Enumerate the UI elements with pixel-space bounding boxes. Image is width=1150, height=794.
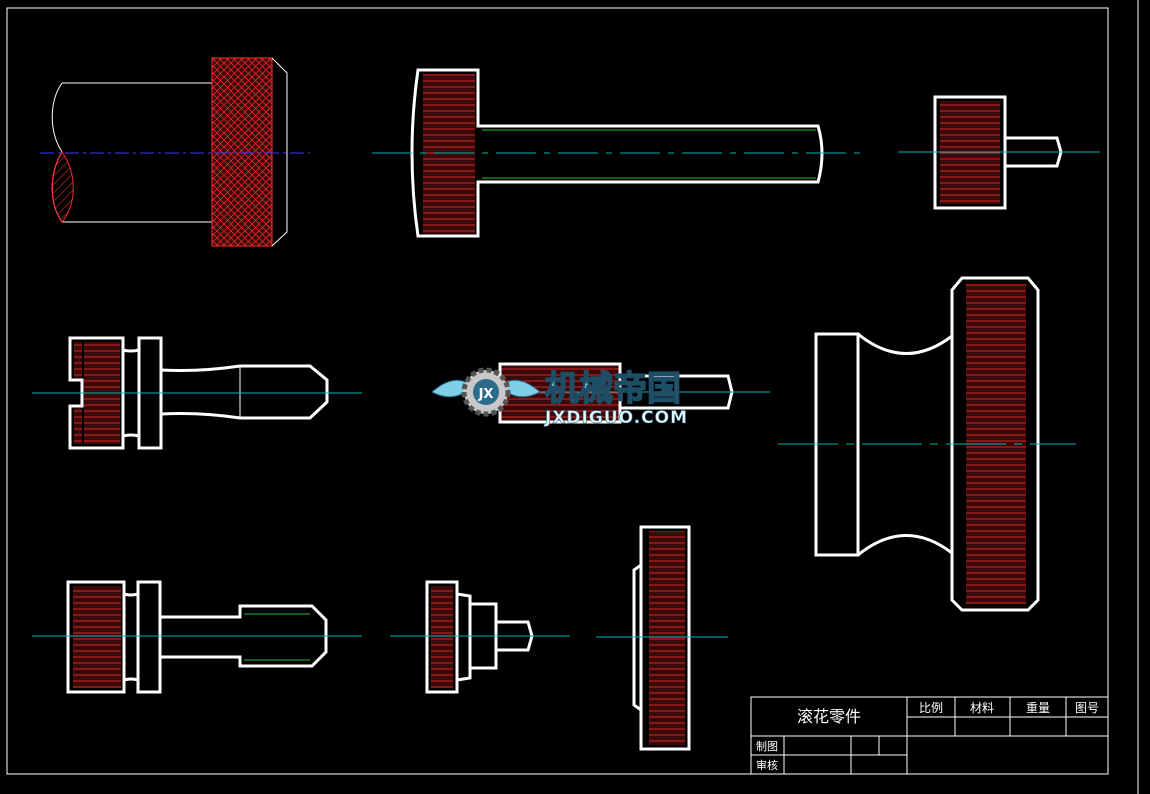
knurl-head [423,74,475,234]
knurl-head [431,586,453,688]
header-material: 材料 [970,701,994,715]
part-4-slotted-thumb-screw [32,336,362,450]
logo-letters: JX [478,387,494,402]
checked-by-label: 审核 [756,758,778,772]
part-3-small-knob [898,95,1100,210]
knurl-disc [649,531,685,745]
jxdiguo-watermark: JX 机械帝国 JXDIGUO.COM [431,367,688,428]
part-1-knurled-shaft-end [40,57,310,247]
header-drawing-number: 图号 [1075,701,1099,715]
brand-url: JXDIGUO.COM [544,408,688,428]
part-6-large-roller [778,276,1076,612]
title-block [750,696,1109,775]
part-2-knurled-pin [372,68,862,238]
header-scale: 比例 [919,701,943,715]
sheet-border [6,7,1109,775]
part-name: 滚花零件 [797,707,861,726]
knurl-head [73,586,121,688]
drawn-by-label: 制图 [756,740,778,753]
cross-knurl-collar [211,57,273,247]
break-section-hatch [51,151,74,223]
header-weight: 重量 [1026,701,1050,715]
brand-chinese: 机械帝国 [545,369,681,409]
part-9-knurled-disc [596,525,728,751]
part-7-thumb-screw [32,580,362,694]
part-8-stepped-knob [390,580,570,694]
